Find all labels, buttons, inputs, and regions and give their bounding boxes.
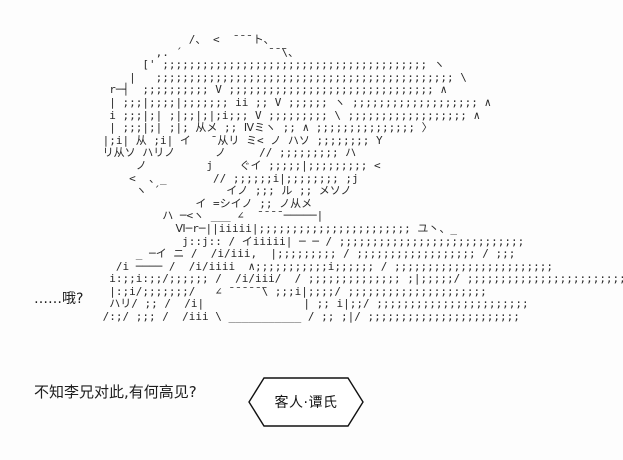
character-nameplate: 客人·谭氏 [247,376,365,428]
dialogue-line-2: 不知李兄对此,有何高见? [34,383,197,401]
dialogue-text-block: ……哦? 不知李兄对此,有何高见? [34,222,274,460]
ascii-art-portrait: /、 < ̄ ̄ ̄ ト、 ,. ´ ̄ ̄ ̄\、 [' ;;;;;;;;;;… [102,33,623,324]
dialogue-line-1: ……哦? [34,291,84,307]
nameplate-hexagon-shape [248,377,364,427]
nameplate-label: 客人·谭氏 [274,395,338,411]
